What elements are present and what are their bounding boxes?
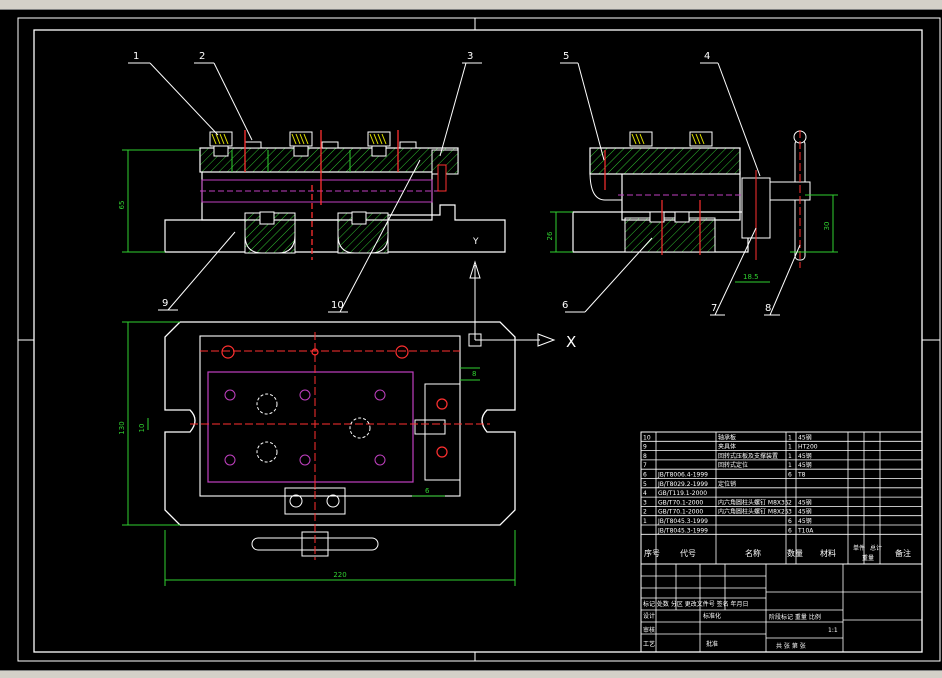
bom-cell-name: 定位销	[718, 480, 736, 488]
bom-cell-qty: 2	[788, 499, 792, 506]
tb-scale: 1:1	[828, 627, 838, 634]
bom-cell-no: 7	[643, 462, 647, 469]
bom-header-weight: 重量	[862, 554, 874, 562]
leader-lines	[128, 62, 801, 316]
bom-cell-material: 45钢	[798, 433, 812, 441]
bom-header-unit: 单件	[853, 544, 865, 552]
bom-cell-no: 3	[643, 499, 647, 506]
bom-cell-material: HT200	[798, 444, 818, 451]
tb-marks: 标记 处数 分区 更改文件号 签名 年月日	[643, 600, 749, 608]
bom-cell-code: JB/T8045.3-1999	[657, 518, 708, 525]
tb-standard: 标准化	[703, 612, 721, 620]
bom-header-no: 序号	[644, 548, 660, 558]
bom-cell-no: 6	[643, 472, 647, 479]
bom-cell-no: 2	[643, 509, 647, 516]
bom-header-name: 名称	[745, 548, 761, 558]
bom-cell-qty: 1	[788, 434, 792, 441]
balloon-1: 1	[133, 51, 139, 62]
bom-cell-qty: 6	[788, 518, 792, 525]
bom-cell-material: T8	[797, 472, 806, 479]
bom-cell-no: 8	[643, 453, 647, 460]
bom-cell-material: 45钢	[798, 498, 812, 506]
bom-cell-name: 轴承板	[718, 433, 736, 441]
bom-cell-name: 内六角圆柱头螺钉 M8X35	[718, 498, 789, 506]
bom-cell-material: T10A	[797, 527, 814, 534]
balloon-7: 7	[711, 303, 717, 314]
balloon-5: 5	[563, 51, 569, 62]
tb-design: 设计	[643, 612, 655, 620]
bom-cell-material: 45钢	[798, 517, 812, 525]
bom-cell-name: 回转式压板及支撑装置	[718, 452, 778, 460]
dim-front-height: 65	[118, 201, 126, 210]
bom-cell-qty: 1	[788, 444, 792, 451]
bom-cell-code: JB/T8045.3-1999	[657, 527, 708, 534]
bom-header-material: 材料	[820, 548, 836, 558]
balloon-labels: 1 2 3 4 5 6 7 8 9 10	[133, 51, 771, 314]
title-block: 标记 处数 分区 更改文件号 签名 年月日 设计 标准化 审核 工艺 批准 阶段…	[640, 563, 923, 653]
dim-right-height-1: 26	[546, 231, 554, 240]
bom-cell-qty: 6	[788, 527, 792, 534]
bom-cell-name: 回转式定位	[718, 461, 748, 469]
dim-plan-slot: 10	[138, 424, 146, 433]
bom-cell-qty: 1	[788, 453, 792, 460]
bom-header-remark: 备注	[895, 548, 911, 558]
dim-plan-height: 130	[118, 421, 126, 434]
bom-cell-no: 1	[643, 518, 647, 525]
tb-process: 工艺	[643, 640, 655, 648]
balloon-6: 6	[562, 300, 568, 311]
balloon-4: 4	[704, 51, 710, 62]
bom-cell-no: 9	[643, 444, 647, 451]
bom-cell-material: 45钢	[798, 508, 812, 516]
bom-header-qty: 数量	[787, 548, 803, 558]
balloon-3: 3	[467, 51, 473, 62]
tb-check: 审核	[643, 626, 655, 634]
balloon-10: 10	[331, 300, 344, 311]
window-bottom-status-strip	[0, 670, 942, 678]
bom-cell-code: JB/T8006.4-1999	[657, 472, 708, 479]
tb-stage: 阶段标记 重量 比例	[769, 613, 821, 621]
drawing-frame	[33, 29, 923, 653]
bom-cell-name: 夹具体	[718, 443, 736, 451]
dim-plan-small-1: 8	[472, 370, 476, 378]
bom-cell-code: JB/T8029.2-1999	[657, 481, 708, 488]
bom-cell-qty: 1	[788, 462, 792, 469]
dim-plan-small-2: 6	[425, 487, 430, 495]
balloon-9: 9	[162, 298, 168, 309]
dim-plan-width: 220	[333, 571, 346, 579]
bom-cell-no: 10	[643, 434, 651, 441]
bom-cell-code: GB/T70.1-2000	[658, 499, 703, 506]
tb-sheets: 共 张 第 张	[776, 642, 806, 650]
dim-right-offset: 18.5	[743, 273, 759, 281]
bom-cell-qty: 6	[788, 472, 792, 479]
bom-cell-qty: 3	[788, 509, 792, 516]
bom-cell-code: GB/T119.1-2000	[658, 490, 707, 497]
bom-header-total: 总计	[870, 544, 882, 552]
y-mark: Y	[472, 237, 479, 247]
dim-right-height-2: 30	[823, 222, 831, 231]
plan-view: 130 10 220 8 6 X	[118, 260, 576, 586]
x-mark: X	[566, 333, 576, 351]
balloon-8: 8	[765, 303, 771, 314]
tb-approve: 批准	[706, 640, 718, 648]
front-view: 65 Y	[118, 130, 506, 260]
window-top-toolbar-strip	[0, 0, 942, 10]
balloon-2: 2	[199, 51, 205, 62]
centering-marks	[18, 18, 940, 661]
bom-cell-material: 45钢	[798, 461, 812, 469]
bom-cell-material: 45钢	[798, 452, 812, 460]
bom-cell-no: 5	[643, 481, 647, 488]
bom-cell-code: GB/T70.1-2000	[658, 509, 703, 516]
bom-cell-name: 内六角圆柱头螺钉 M8X25	[718, 508, 789, 516]
bom-header-code: 代号	[680, 548, 696, 558]
bom-cell-no: 4	[643, 490, 647, 497]
right-view: 26 30 18.5	[546, 130, 838, 283]
